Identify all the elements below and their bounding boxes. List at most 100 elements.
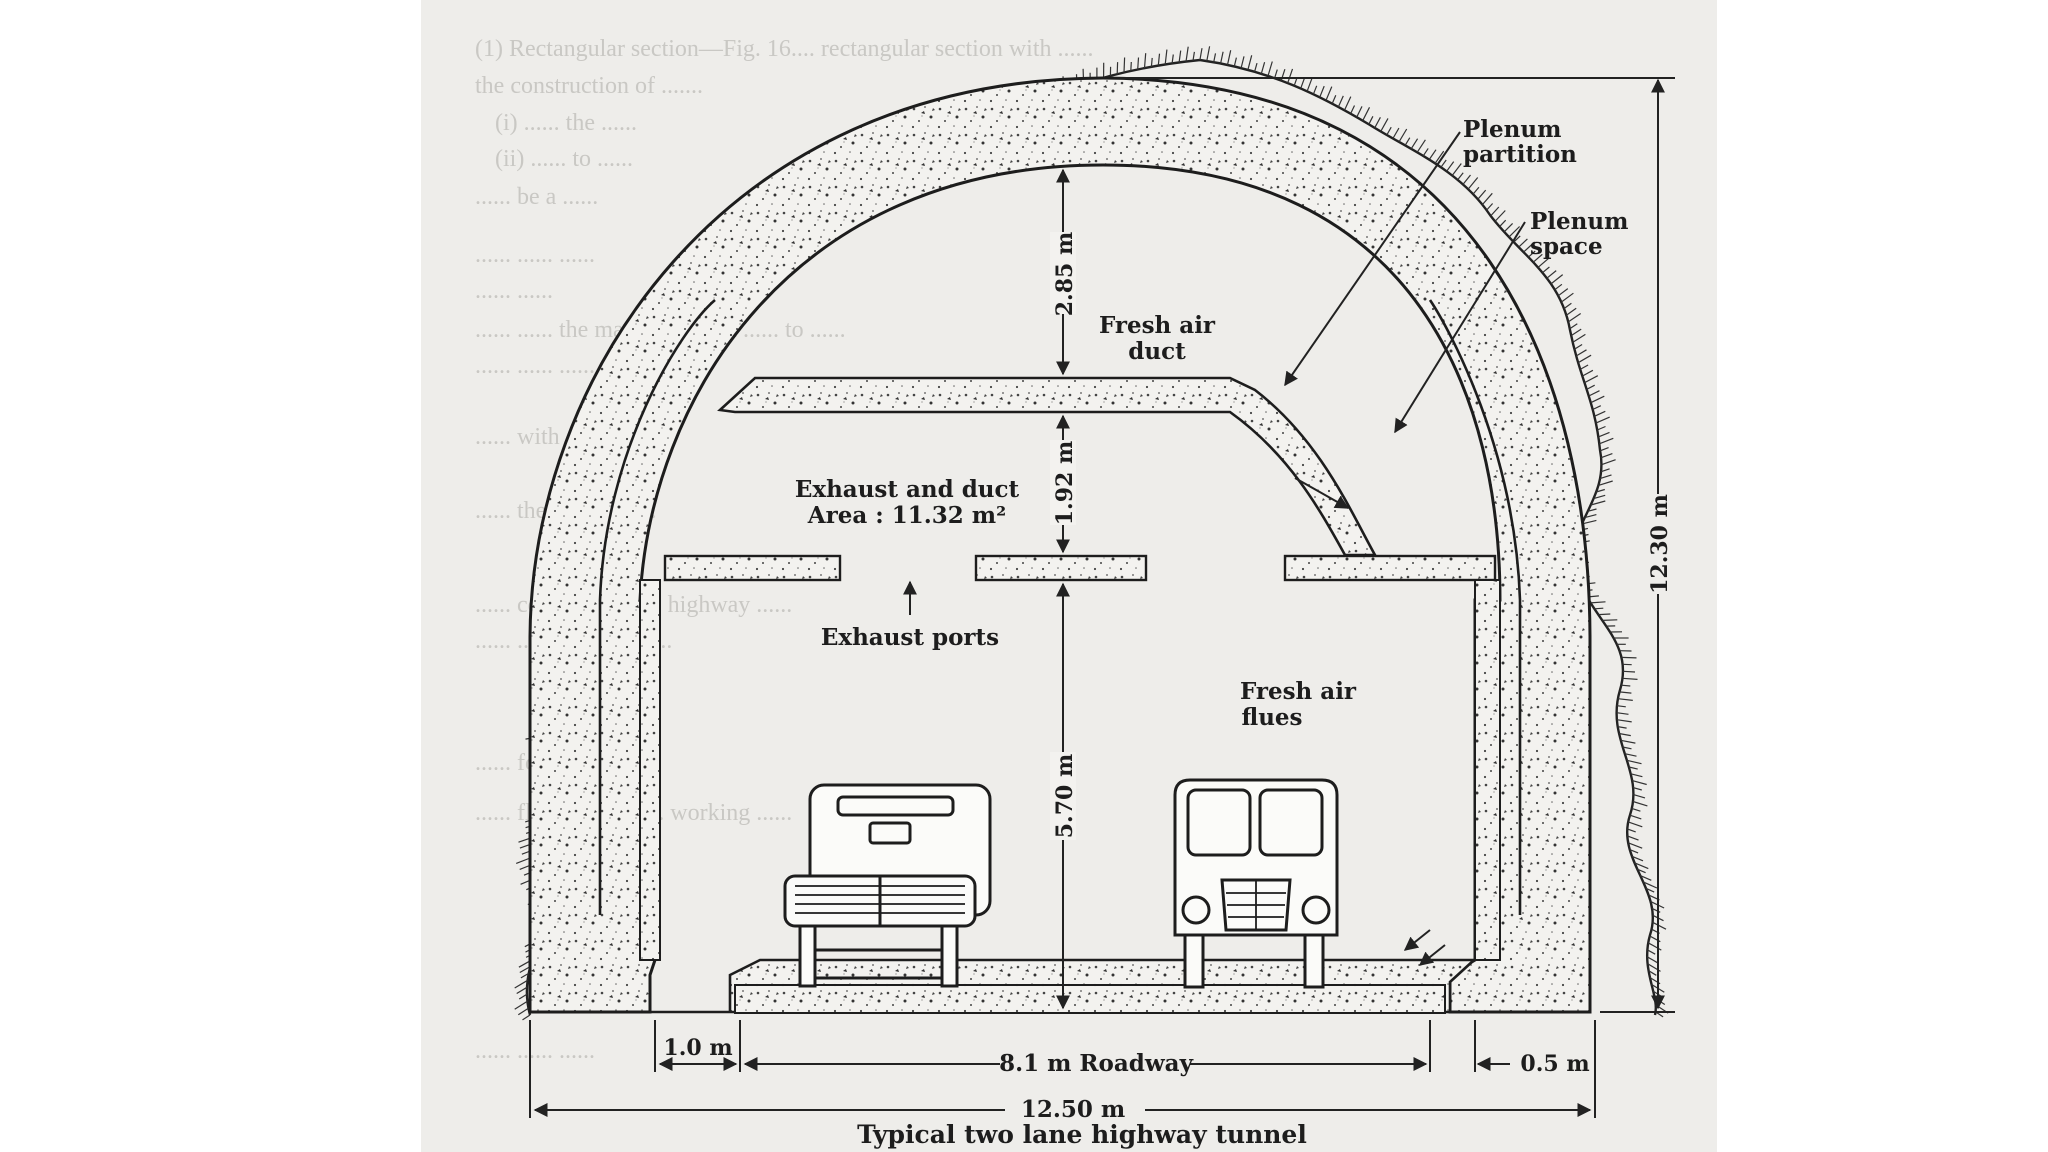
rock-hatch-stroke: [1602, 619, 1618, 621]
rock-hatch-stroke: [1594, 607, 1604, 610]
rock-hatch-stroke: [1343, 96, 1352, 111]
rock-hatch-stroke: [514, 979, 528, 989]
rock-hatch-stroke: [1542, 266, 1550, 274]
rock-hatch-stroke: [1632, 800, 1648, 807]
rock-hatch-stroke: [1640, 875, 1652, 881]
rock-hatch-stroke: [1596, 488, 1605, 493]
rock-hatch-stroke: [1130, 61, 1132, 72]
label-fresh-air-duct-line2: duct: [1128, 338, 1186, 365]
rock-hatch-stroke: [1523, 241, 1536, 253]
rock-hatch-stroke: [1386, 126, 1392, 136]
rock-hatch-stroke: [1557, 288, 1569, 297]
rock-hatch-stroke: [1546, 270, 1557, 279]
rock-hatch-stroke: [1178, 50, 1182, 63]
dim-roadway: 8.1 m Roadway: [999, 1050, 1194, 1077]
label-fresh-air-duct-line1: Fresh air: [1099, 312, 1216, 339]
rock-hatch-stroke: [1594, 410, 1606, 417]
rock-hatch-stroke: [520, 972, 529, 979]
rock-hatch-stroke: [1586, 384, 1595, 390]
rock-hatch-stroke: [1598, 613, 1611, 616]
rock-hatch-stroke: [1637, 868, 1646, 874]
rock-hatch-stroke: [1600, 468, 1610, 473]
rock-hatch-stroke: [1486, 203, 1494, 211]
rock-hatch-stroke: [1590, 601, 1606, 604]
rock-hatch-stroke: [1356, 106, 1363, 118]
rock-hatch-stroke: [1157, 53, 1161, 66]
rock-hatch-stroke: [1629, 849, 1639, 854]
rock-hatch-stroke: [1599, 437, 1614, 445]
rock-hatch-stroke: [1566, 307, 1577, 316]
rock-hatch-stroke: [1213, 53, 1217, 63]
bg-text-line: the construction of .......: [475, 73, 703, 99]
rock-hatch-stroke: [1331, 95, 1337, 104]
label-exhaust-duct-area: Area : 11.32 m²: [807, 502, 1006, 529]
truck-vehicle: [1173, 778, 1339, 989]
rock-hatch-stroke: [1380, 118, 1389, 132]
rock-hatch-stroke: [1617, 698, 1633, 701]
rock-hatch-stroke: [1362, 107, 1371, 121]
rock-hatch-stroke: [1592, 405, 1602, 411]
rock-hatch-stroke: [1220, 51, 1224, 64]
rock-hatch-stroke: [1588, 390, 1600, 397]
rock-hatch-stroke: [1599, 474, 1612, 480]
dim-duct-height: 1.92 m: [1052, 441, 1078, 526]
rock-hatch-stroke: [1319, 85, 1325, 98]
rock-hatch-stroke: [1392, 127, 1400, 139]
rock-hatch-stroke: [1226, 50, 1232, 66]
rock-hatch-stroke: [1554, 283, 1563, 291]
label-plenum-space-line1: Plenum: [1530, 208, 1628, 235]
rock-hatch-stroke: [1598, 480, 1613, 486]
rock-hatch-stroke: [1300, 76, 1306, 89]
rock-hatch-stroke: [518, 993, 528, 1000]
rock-hatch-stroke: [1616, 719, 1632, 723]
rock-hatch-stroke: [1508, 226, 1521, 238]
rock-hatch-stroke: [1587, 508, 1597, 512]
rock-hatch-stroke: [1630, 773, 1643, 778]
rock-hatch-stroke: [1621, 656, 1637, 659]
rock-hatch-stroke: [1626, 759, 1642, 765]
rock-hatch-stroke: [1633, 794, 1646, 799]
rock-hatch-stroke: [1532, 253, 1543, 263]
rock-hatch-stroke: [1537, 257, 1550, 268]
dim-label-bg: [1050, 752, 1076, 840]
rock-hatch-stroke: [1350, 105, 1356, 114]
rock-hatch-stroke: [1632, 780, 1647, 786]
fresh-air-flue-left: [639, 579, 661, 961]
rock-hatch-stroke: [1584, 514, 1597, 519]
rock-hatch-stroke: [1137, 57, 1140, 70]
rock-hatch-stroke: [1233, 57, 1237, 67]
diagram-caption: Typical two lane highway tunnel: [857, 1120, 1307, 1149]
rock-hatch-stroke: [1624, 753, 1637, 757]
rock-hatch-stroke: [1374, 117, 1381, 129]
roadway-surface: [734, 984, 1446, 1014]
rock-hatch-stroke: [1569, 323, 1578, 330]
horizontal-dimension-lines: [529, 1020, 1596, 1118]
rock-hatch-stroke: [1368, 116, 1374, 125]
label-plenum-partition-line1: Plenum: [1463, 116, 1561, 143]
rock-hatch-stroke: [1627, 835, 1639, 841]
dim-label-bg: [1645, 494, 1671, 594]
rock-hatch-stroke: [1632, 787, 1642, 791]
duct-floor-left: [663, 554, 842, 582]
dim-kerb-right: 0.5 m: [1520, 1051, 1589, 1077]
rock-hatch-stroke: [1601, 459, 1616, 466]
rock-hatch-stroke: [1472, 186, 1480, 195]
rock-hatch-stroke: [1451, 163, 1462, 176]
inner-wall-left: [598, 299, 716, 915]
rock-hatch-stroke: [1599, 447, 1609, 452]
rock-hatch-stroke: [1312, 85, 1318, 95]
rock-hatch-stroke: [1185, 46, 1189, 62]
rock-hatch-stroke: [1206, 46, 1211, 62]
rock-hatch-stroke: [1647, 949, 1656, 955]
rock-hatch-stroke: [1622, 670, 1636, 673]
bg-text-line: (ii) ...... to ......: [495, 146, 633, 172]
rock-hatch-stroke: [1631, 807, 1641, 812]
rock-hatch-stroke: [1581, 519, 1597, 525]
rock-hatch-stroke: [1164, 49, 1168, 65]
rock-hatch-stroke: [1574, 343, 1583, 350]
rock-hatch-stroke: [1192, 51, 1195, 61]
bg-text-line: ...... ...... ......: [475, 1038, 595, 1064]
rock-hatch-stroke: [517, 1007, 529, 1016]
